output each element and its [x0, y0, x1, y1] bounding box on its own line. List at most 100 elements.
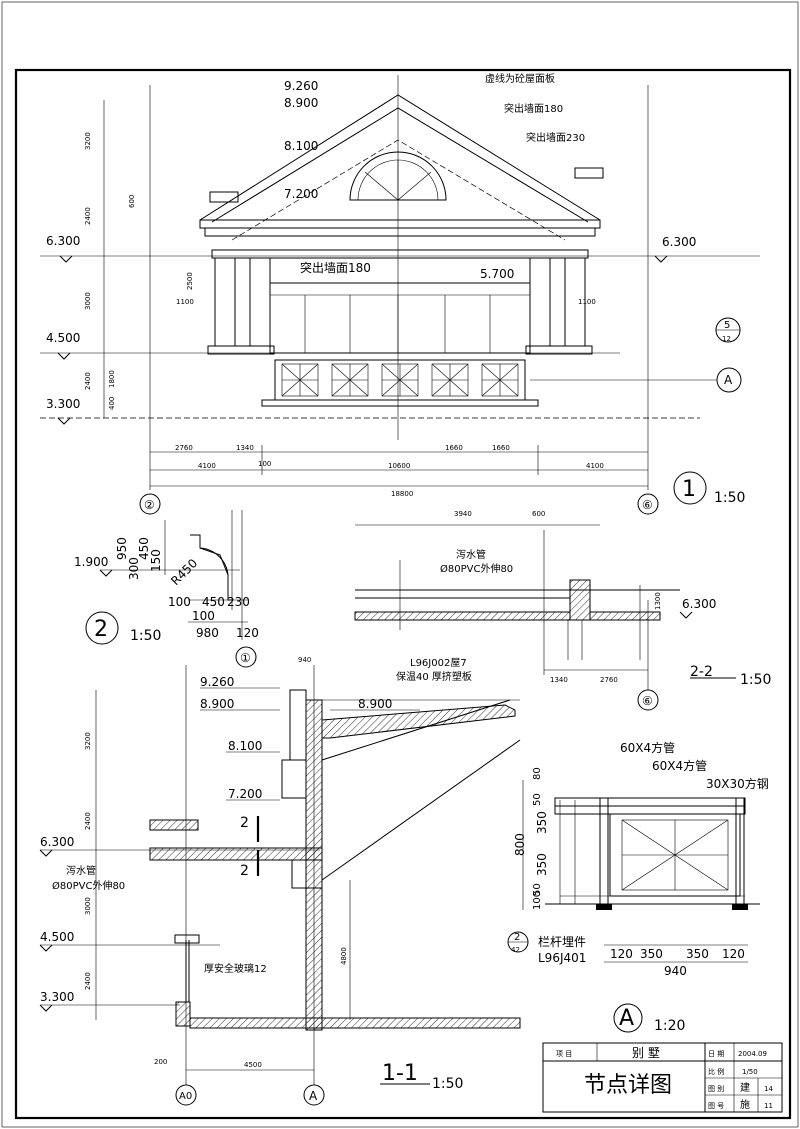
- detA-dim-350d: 350: [686, 947, 709, 961]
- tb-type-no: 14: [764, 1085, 773, 1093]
- axis-6-bubble: ⑥: [642, 498, 653, 512]
- detail-2-dim-300: 300: [127, 557, 141, 580]
- detail-2-dim-450: 450: [137, 537, 151, 560]
- s11-axis-A: A: [309, 1089, 318, 1103]
- tb-project-label: 项 目: [556, 1050, 572, 1058]
- tb-drawing-name: 节点详图: [584, 1073, 672, 1098]
- detail-2-axis: ①: [240, 651, 251, 665]
- detail-2-dim-120: 120: [236, 626, 259, 640]
- detail-2-dim-950: 950: [115, 537, 129, 560]
- detA-tube-1: 60X4方管: [620, 740, 675, 755]
- elev-level-6300-left: 6.300: [46, 234, 80, 248]
- s11-level-7200: 7.200: [228, 787, 262, 801]
- detA-dim-100: 100: [532, 891, 543, 910]
- detail-2-dim-230: 230: [227, 595, 250, 609]
- s11-axis-A0: A0: [179, 1091, 192, 1102]
- s22-pipe-label: 泻水管: [456, 548, 486, 561]
- elev-level-5700: 5.700: [480, 267, 514, 281]
- s11-roof-note-2: 保温40 厚挤塑板: [396, 670, 472, 683]
- note-dashed-roof: 虚线为砼屋面板: [485, 72, 555, 85]
- tb-date: 2004.09: [738, 1050, 767, 1058]
- dim-v-2500: 2500: [186, 272, 194, 290]
- detail-A-drawing: [507, 780, 760, 1033]
- s22-axis: ⑥: [642, 694, 653, 708]
- detA-dim-350b: 350: [535, 853, 549, 876]
- s11-dim-4500: 4500: [244, 1061, 262, 1069]
- dim-18800: 18800: [391, 490, 413, 498]
- s11-level-4500: 4.500: [40, 930, 74, 944]
- elev-level-9260: 9.260: [284, 79, 318, 93]
- detA-dim-350a: 350: [535, 811, 549, 834]
- detA-label: A: [619, 1006, 634, 1031]
- s22-dim-3940: 3940: [454, 510, 472, 518]
- elev-level-7200: 7.200: [284, 187, 318, 201]
- inner-border: [14, 68, 792, 1120]
- s22-dim-2760: 2760: [600, 676, 618, 684]
- s11-pipe-spec: Ø80PVC外伸80: [52, 880, 125, 892]
- s22-dim-600: 600: [532, 510, 545, 518]
- detail-2-dim-150: 150: [149, 549, 163, 572]
- detA-steel: 30X30方钢: [706, 776, 769, 791]
- tb-scale-label: 比 例: [708, 1067, 724, 1076]
- detA-dim-50b: 50: [532, 883, 543, 896]
- detail-2-level-1900: 1.900: [74, 555, 108, 569]
- s11-cut-mark-b: 2: [240, 863, 249, 879]
- s11-glass-label: 厚安全玻璃12: [204, 962, 267, 975]
- s11-roof-note-1: L96J002屋7: [410, 657, 467, 669]
- elev-level-6300-right: 6.300: [662, 235, 696, 249]
- note-wall-180-mid: 突出墙面180: [300, 260, 371, 275]
- section-2-2-drawing: [354, 524, 736, 711]
- tb-date-label: 日 期: [708, 1050, 724, 1058]
- detail-2-dim-100b: 100: [192, 609, 215, 623]
- detA-dim-50a: 50: [532, 793, 543, 806]
- s22-level-6300: 6.300: [682, 597, 716, 611]
- dim-1100-left: 1100: [176, 298, 194, 306]
- tb-scale: 1/50: [742, 1068, 758, 1076]
- tb-type-label: 图 别: [708, 1084, 724, 1093]
- detA-dim-120a: 120: [610, 947, 633, 961]
- s11-scale: 1:50: [432, 1076, 463, 1092]
- dim-v-400: 400: [108, 397, 116, 410]
- dim-1340: 1340: [236, 444, 254, 452]
- s22-pipe-spec: Ø80PVC外伸80: [440, 563, 513, 575]
- detA-ref-den: 42: [511, 946, 520, 954]
- dim-4100-right: 4100: [586, 462, 604, 470]
- detA-dim-800: 800: [513, 833, 527, 856]
- elev-level-3300: 3.300: [46, 397, 80, 411]
- s11-level-9260: 9.260: [200, 675, 234, 689]
- detA-scale: 1:20: [654, 1018, 685, 1034]
- s11-dim-3000: 3000: [84, 897, 92, 915]
- elevation-drawing-number: 1: [682, 477, 696, 502]
- elev-level-8900: 8.900: [284, 96, 318, 110]
- s11-dim-3200: 3200: [84, 732, 92, 750]
- detA-dim-120b: 120: [722, 947, 745, 961]
- dim-10600: 10600: [388, 462, 410, 470]
- detA-dim-940: 940: [664, 964, 687, 978]
- s11-level-8100: 8.100: [228, 739, 262, 753]
- s11-title: 1-1: [382, 1061, 418, 1086]
- dim-v-3200: 3200: [84, 132, 92, 150]
- s22-dim-1340: 1340: [550, 676, 568, 684]
- dim-v-600: 600: [128, 195, 136, 208]
- detail-2-dim-980: 980: [196, 626, 219, 640]
- detail-2-number: 2: [94, 617, 108, 642]
- detail-2-drawing: [85, 510, 257, 668]
- elevation-scale: 1:50: [714, 490, 745, 506]
- s22-scale: 1:50: [740, 672, 771, 688]
- s11-dim-200: 200: [154, 1058, 167, 1066]
- s11-dim-2400b: 2400: [84, 972, 92, 990]
- note-wall-180-top: 突出墙面180: [504, 102, 563, 115]
- s22-dim-1300: 1300: [654, 592, 662, 610]
- s11-pipe-label: 泻水管: [66, 864, 96, 877]
- detA-dim-80: 80: [532, 767, 543, 780]
- s11-cut-mark-a: 2: [240, 815, 249, 831]
- tb-type: 建: [740, 1081, 750, 1094]
- title-block: [542, 1042, 783, 1113]
- dim-2760: 2760: [175, 444, 193, 452]
- dim-1660a: 1660: [445, 444, 463, 452]
- tb-no-label: 图 号: [708, 1102, 724, 1110]
- dim-1100-right: 1100: [578, 298, 596, 306]
- tb-no: 11: [764, 1102, 773, 1110]
